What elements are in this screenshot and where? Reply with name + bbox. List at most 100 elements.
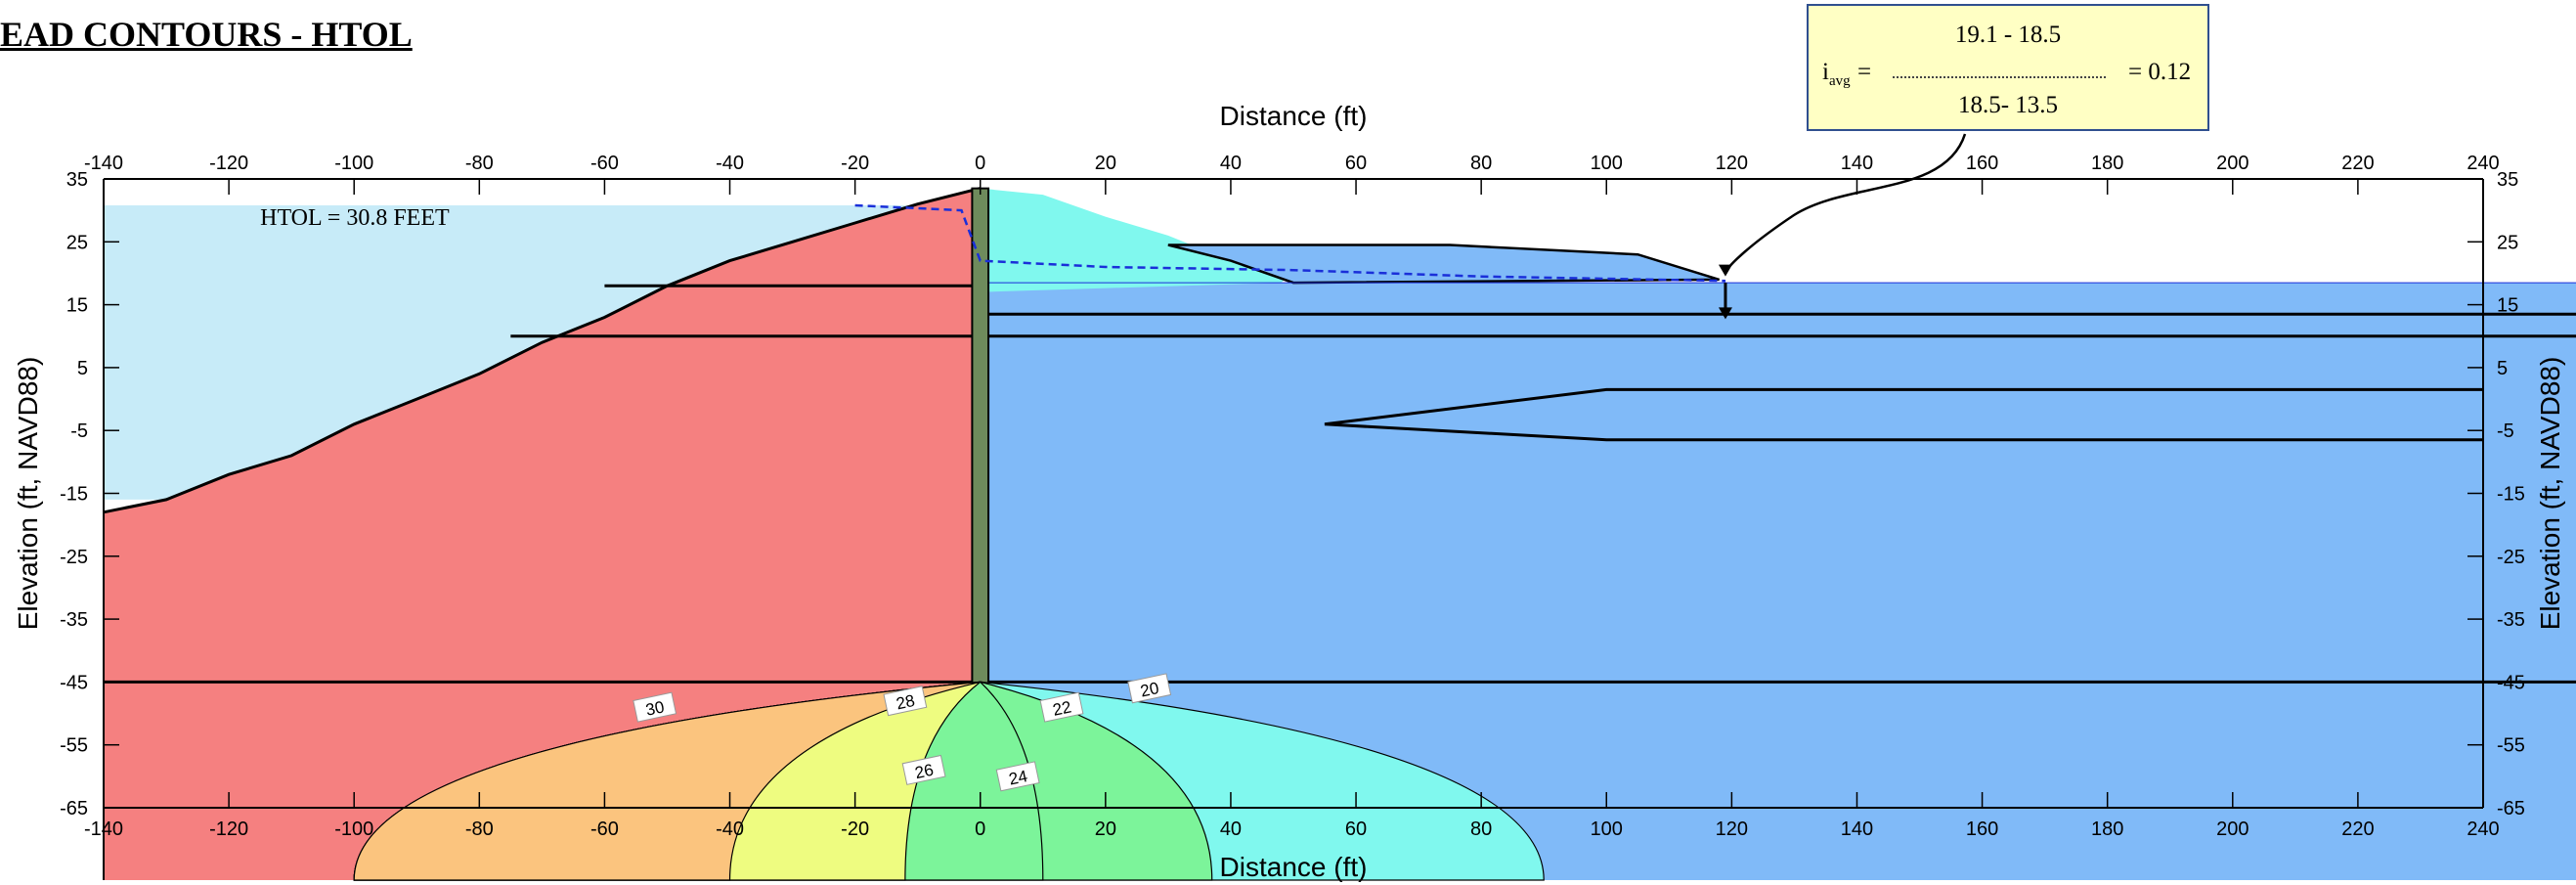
y-tick-label-left: -45 bbox=[60, 672, 88, 693]
contour-label-box bbox=[883, 686, 928, 717]
x-tick-label-top: 80 bbox=[1470, 153, 1492, 174]
x-tick-label-bottom: 100 bbox=[1591, 819, 1623, 840]
x-tick-label-bottom: -40 bbox=[716, 819, 744, 840]
y-tick-label-right: -45 bbox=[2497, 672, 2525, 693]
y-tick-label-left: 25 bbox=[66, 232, 88, 253]
y-tick-label-right: -15 bbox=[2497, 484, 2525, 506]
y-tick-label-right: 25 bbox=[2497, 232, 2518, 253]
y-axis-title-left: Elevation (ft, NAVD88) bbox=[13, 357, 43, 631]
x-tick-label-bottom: 60 bbox=[1345, 819, 1367, 840]
chart-axes: -140-140-120-120-100-100-80-80-60-60-40-… bbox=[60, 153, 2525, 880]
contour-label-text: 28 bbox=[895, 691, 916, 714]
y-tick-label-left: -65 bbox=[60, 798, 88, 819]
contour-label-box bbox=[995, 761, 1040, 792]
x-tick-label-top: 240 bbox=[2467, 153, 2499, 174]
sheet-pile bbox=[971, 187, 990, 702]
x-tick-label-top: -60 bbox=[590, 153, 619, 174]
x-tick-label-bottom: 0 bbox=[975, 819, 985, 840]
clay-lens-boundary bbox=[1324, 387, 2483, 442]
formula-equals: = bbox=[1857, 59, 1872, 85]
contour-label-28: 28 bbox=[883, 686, 928, 717]
x-tick-label-bottom: -120 bbox=[209, 819, 248, 840]
contour-label-box bbox=[633, 691, 677, 723]
formula-fraction-bar bbox=[1893, 76, 2106, 78]
head-contours bbox=[353, 681, 1545, 881]
x-tick-label-top: 220 bbox=[2341, 153, 2374, 174]
contour-zone-30 bbox=[353, 681, 981, 881]
x-tick-label-bottom: 220 bbox=[2341, 819, 2374, 840]
contour-label-text: 30 bbox=[644, 697, 666, 720]
phreatic-line bbox=[854, 203, 1726, 283]
gradient-formula-box: 19.1 - 18.5 iavg = = 0.12 18.5- 13.5 bbox=[1807, 4, 2209, 131]
x-tick-label-top: 0 bbox=[975, 153, 985, 174]
berm-region bbox=[1167, 243, 1720, 285]
y-tick-label-left: -35 bbox=[60, 609, 88, 631]
contour-label-box bbox=[901, 754, 946, 785]
contour-label-24: 24 bbox=[995, 761, 1040, 792]
formula-numerator: 19.1 - 18.5 bbox=[1954, 22, 2062, 48]
contour-label-text: 22 bbox=[1051, 697, 1072, 720]
contour-label-text: 24 bbox=[1007, 767, 1028, 789]
x-tick-label-bottom: 240 bbox=[2467, 819, 2499, 840]
contour-label-26: 26 bbox=[901, 754, 946, 785]
x-tick-label-top: 40 bbox=[1220, 153, 1242, 174]
y-axis-title-right: Elevation (ft, NAVD88) bbox=[2535, 357, 2565, 631]
y-tick-label-left: -25 bbox=[60, 547, 88, 568]
y-tick-label-right: 5 bbox=[2497, 358, 2508, 379]
x-tick-label-bottom: -60 bbox=[590, 819, 619, 840]
x-tick-label-top: 60 bbox=[1345, 153, 1367, 174]
y-tick-label-left: -15 bbox=[60, 484, 88, 506]
y-tick-label-right: 35 bbox=[2497, 169, 2518, 191]
x-tick-label-bottom: 200 bbox=[2216, 819, 2249, 840]
y-tick-label-left: -5 bbox=[70, 420, 88, 442]
y-tick-label-right: 15 bbox=[2497, 295, 2518, 317]
x-tick-label-top: 160 bbox=[1966, 153, 1998, 174]
x-tick-label-top: 180 bbox=[2091, 153, 2123, 174]
y-tick-label-left: -55 bbox=[60, 735, 88, 757]
x-tick-label-top: 200 bbox=[2216, 153, 2249, 174]
contour-label-22: 22 bbox=[1039, 691, 1084, 723]
x-tick-label-top: 120 bbox=[1716, 153, 1748, 174]
y-tick-label-right: -65 bbox=[2497, 798, 2525, 819]
x-tick-label-bottom: 180 bbox=[2091, 819, 2123, 840]
x-tick-label-bottom: 80 bbox=[1470, 819, 1492, 840]
x-tick-label-top: -120 bbox=[209, 153, 248, 174]
contour-label-box bbox=[1127, 673, 1172, 704]
y-tick-label-right: -55 bbox=[2497, 735, 2525, 757]
gradient-arrow-head-down bbox=[1718, 307, 1732, 320]
x-tick-label-top: 20 bbox=[1095, 153, 1116, 174]
x-tick-label-bottom: 20 bbox=[1095, 819, 1116, 840]
embankment-fill-region bbox=[980, 188, 1293, 292]
x-tick-label-bottom: -100 bbox=[334, 819, 373, 840]
x-tick-label-bottom: -80 bbox=[465, 819, 494, 840]
x-tick-label-top: 140 bbox=[1841, 153, 1873, 174]
callout-leader-line bbox=[1724, 133, 1967, 273]
x-tick-label-bottom: -20 bbox=[841, 819, 869, 840]
page-title: EAD CONTOURS - HTOL bbox=[0, 15, 413, 54]
contour-label-text: 26 bbox=[913, 761, 935, 783]
x-tick-label-top: -100 bbox=[334, 153, 373, 174]
x-tick-label-top: -20 bbox=[841, 153, 869, 174]
contour-label-30: 30 bbox=[633, 691, 677, 723]
formula-symbol: iavg bbox=[1822, 59, 1851, 89]
ground-surface-line bbox=[103, 187, 982, 514]
y-tick-label-right: -35 bbox=[2497, 609, 2525, 631]
x-tick-label-bottom: 120 bbox=[1716, 819, 1748, 840]
y-tick-label-left: 35 bbox=[66, 169, 88, 191]
y-tick-label-left: 15 bbox=[66, 295, 88, 317]
y-tick-label-left: 5 bbox=[77, 358, 88, 379]
x-tick-label-top: -80 bbox=[465, 153, 494, 174]
x-axis-title-top: Distance (ft) bbox=[1220, 101, 1368, 131]
formula-denominator: 18.5- 13.5 bbox=[1957, 92, 2059, 118]
x-tick-label-bottom: 160 bbox=[1966, 819, 1998, 840]
x-tick-label-top: -40 bbox=[716, 153, 744, 174]
x-tick-label-bottom: 140 bbox=[1841, 819, 1873, 840]
x-tick-label-top: 100 bbox=[1591, 153, 1623, 174]
y-tick-label-right: -25 bbox=[2497, 547, 2525, 568]
contour-label-box bbox=[1039, 691, 1084, 723]
y-tick-label-right: -5 bbox=[2497, 420, 2514, 442]
contour-label-20: 20 bbox=[1127, 673, 1172, 704]
x-tick-label-bottom: -140 bbox=[84, 819, 123, 840]
x-axis-title-bottom: Distance (ft) bbox=[1220, 852, 1368, 882]
formula-result: = 0.12 bbox=[2128, 59, 2192, 85]
